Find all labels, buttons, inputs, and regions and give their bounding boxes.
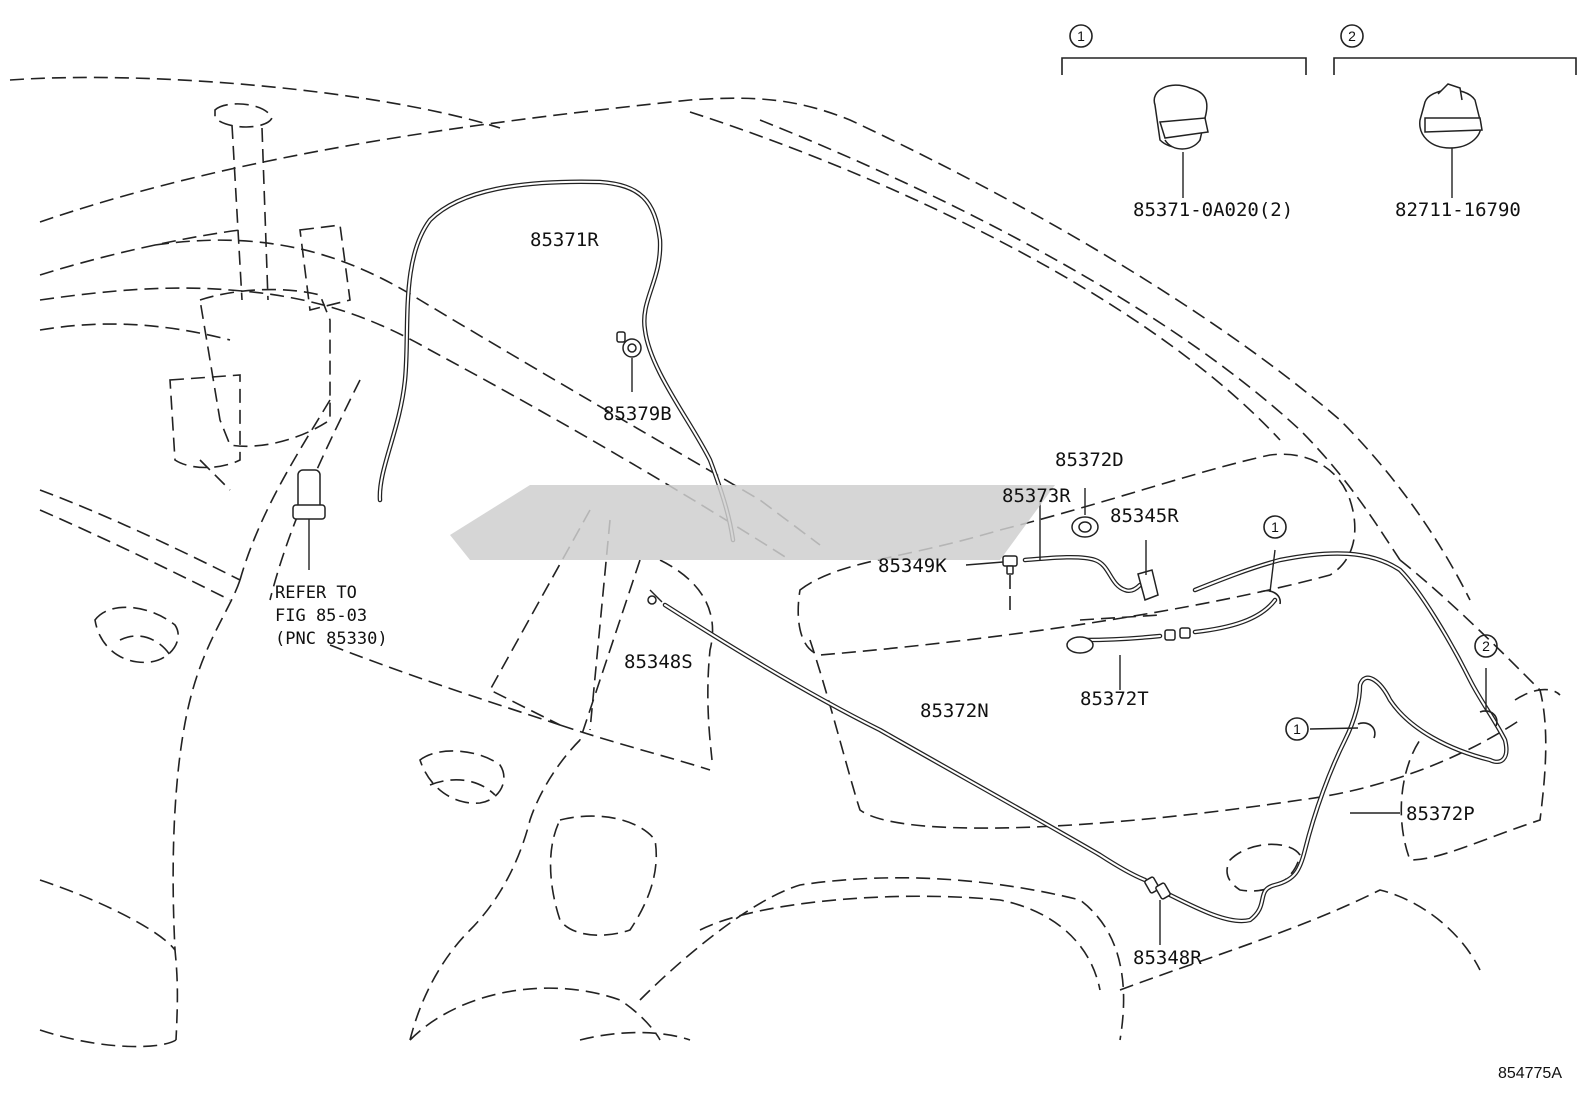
callout-1-text: 1 bbox=[1077, 28, 1085, 44]
detail-box-1 bbox=[1061, 57, 1307, 198]
watermark-band bbox=[450, 485, 1055, 560]
joint-85349k bbox=[965, 555, 1018, 615]
nozzle-assembly bbox=[1022, 488, 1159, 601]
refer-line-2: FIG 85-03 bbox=[275, 606, 367, 626]
callout-1-upper-text: 1 bbox=[1271, 519, 1279, 535]
label-85379b: 85379B bbox=[603, 403, 672, 425]
callout-2-text: 2 bbox=[1348, 28, 1356, 44]
callout-1-lower: 1 bbox=[1285, 717, 1309, 741]
label-85373r: 85373R bbox=[1002, 485, 1071, 507]
detail-box-2 bbox=[1333, 57, 1577, 198]
car-body-outline bbox=[9, 76, 1561, 1048]
callout-1-lower-text: 1 bbox=[1293, 721, 1301, 737]
label-85348r: 85348R bbox=[1133, 947, 1202, 969]
callout-2-right-text: 2 bbox=[1482, 638, 1490, 654]
hose-85371r bbox=[377, 179, 736, 543]
callout-2-header: 2 bbox=[1340, 24, 1364, 48]
label-85372n: 85372N bbox=[920, 700, 989, 722]
callout-1-header: 1 bbox=[1069, 24, 1093, 48]
label-85372t: 85372T bbox=[1080, 688, 1149, 710]
label-85345r: 85345R bbox=[1110, 505, 1179, 527]
refer-line-1: REFER TO bbox=[275, 583, 357, 603]
label-85372d: 85372D bbox=[1055, 449, 1124, 471]
callout-2-right: 2 bbox=[1474, 634, 1498, 658]
clip-markers bbox=[1259, 549, 1498, 814]
label-85349k: 85349K bbox=[878, 555, 947, 577]
hose-85372n bbox=[647, 589, 1148, 883]
grommet-85379b bbox=[616, 331, 642, 392]
washer-tank bbox=[169, 103, 351, 491]
label-85371r: 85371R bbox=[530, 229, 599, 251]
label-detail-clip-2: 82711-16790 bbox=[1395, 199, 1521, 221]
hose-85372t bbox=[1066, 597, 1278, 690]
hose-85372p bbox=[1167, 551, 1509, 924]
callout-1-upper: 1 bbox=[1263, 515, 1287, 539]
refer-line-3: (PNC 85330) bbox=[275, 629, 388, 649]
joint-85348r bbox=[1144, 876, 1171, 945]
label-85372p: 85372P bbox=[1406, 803, 1475, 825]
washer-pump bbox=[292, 469, 326, 570]
illustration-code: 854775A bbox=[1498, 1065, 1562, 1082]
label-detail-clip-1: 85371-0A020(2) bbox=[1133, 199, 1293, 221]
label-85348s: 85348S bbox=[624, 651, 693, 673]
